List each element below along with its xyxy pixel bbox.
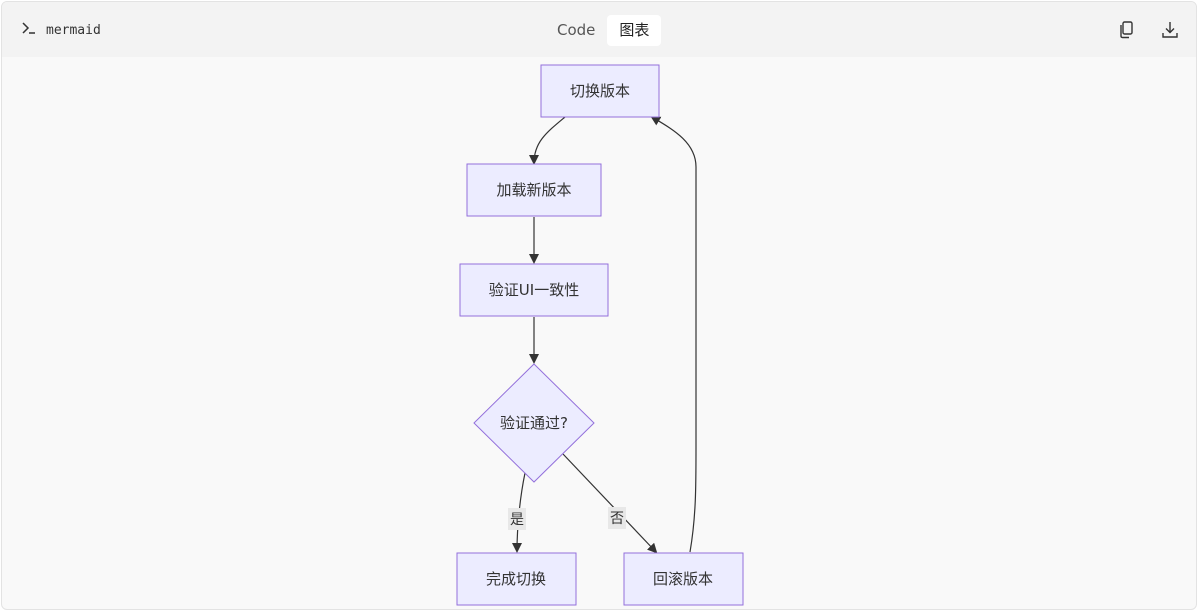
svg-text:否: 否 [610,511,624,527]
svg-text:验证通过?: 验证通过? [500,414,568,432]
flowchart-diagram: 是 否 切换版本 加载新版本 验证UI一致性 验证通过? 完成切换 [456,64,744,606]
edge-switch-to-load [529,116,566,165]
language-label: mermaid [46,22,101,38]
svg-text:是: 是 [510,512,524,528]
svg-text:验证UI一致性: 验证UI一致性 [489,281,579,299]
svg-text:切换版本: 切换版本 [570,82,630,100]
terminal-prompt-icon [22,22,36,38]
svg-text:回滚版本: 回滚版本 [653,570,713,588]
node-switch-complete: 完成切换 [456,552,577,606]
node-verify-ui-consistency: 验证UI一致性 [459,263,609,317]
tab-diagram[interactable]: 图表 [607,15,662,46]
edge-decision-to-rollback [562,453,658,554]
node-load-new-version: 加载新版本 [466,163,602,217]
edge-label-yes: 是 [508,508,526,530]
node-verification-passed-decision: 验证通过? [473,363,595,483]
edge-label-no: 否 [608,507,626,529]
svg-text:完成切换: 完成切换 [486,570,546,588]
download-icon[interactable] [1160,20,1180,40]
svg-text:加载新版本: 加载新版本 [496,181,571,199]
node-rollback-version: 回滚版本 [623,552,744,606]
view-tabs: Code 图表 [545,15,662,46]
language-indicator: mermaid [22,22,101,38]
edge-rollback-to-switch [650,115,697,553]
code-block-toolbar: mermaid Code 图表 [2,2,1196,57]
tab-code[interactable]: Code [557,21,596,39]
copy-icon[interactable] [1117,20,1137,40]
node-switch-version: 切换版本 [540,64,660,118]
